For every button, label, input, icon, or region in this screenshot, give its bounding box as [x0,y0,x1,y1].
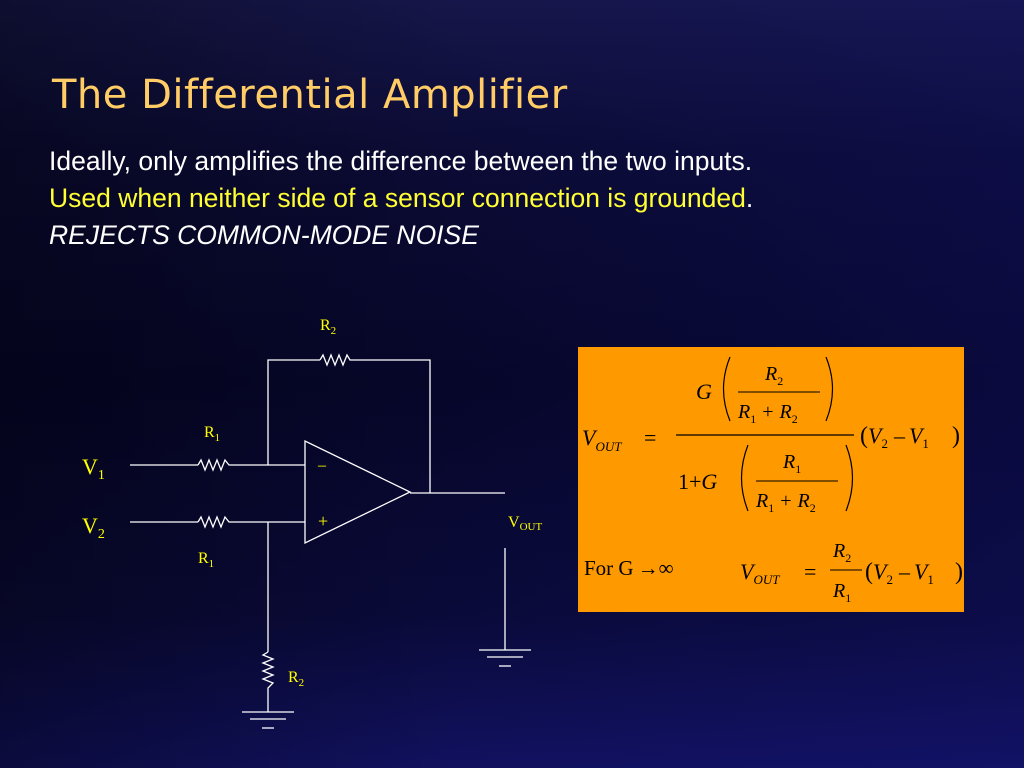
numerator-open-paren [722,356,731,422]
v1-label: V1 [82,454,105,483]
limit-vout: VOUT [740,559,780,587]
numerator-close-paren [825,356,834,422]
formula-svg: VOUT = G R2 R1+R2 1+G R1 R1+R2 ( V2–V1 )… [582,356,963,605]
r1-top-resistor [197,458,232,472]
r1-top-label: R1 [204,424,220,444]
r2-feedback-resistor [319,353,352,367]
formula-vout: VOUT [582,425,622,454]
limit-diff-open-paren: ( [865,559,873,585]
numerator-g: G [696,379,712,404]
numerator-r2: R2 [764,363,783,388]
denominator-r1-plus-r2: R1+R2 [755,490,816,515]
formula-equals: = [644,425,656,450]
op-amp-triangle [304,439,412,545]
r1-bottom-resistor [197,515,232,529]
v2-label: V2 [82,513,105,542]
diff-v2-minus-v1: V2–V1 [868,423,929,451]
bullet-line-2-text: Used when neither side of a sensor conne… [49,183,746,213]
bullet-line-1: Ideally, only amplifies the difference b… [49,146,753,176]
limit-equals: = [804,559,816,584]
denominator-r1: R1 [782,451,801,476]
bullet-line-3: REJECTS COMMON-MODE NOISE [49,220,479,250]
diff-open-paren: ( [860,423,868,449]
ground-symbol-left [242,711,294,729]
inverting-input-sign: – [317,457,327,474]
for-g-limit: For G→∞ [584,556,674,580]
numerator-r1-plus-r2: R1+R2 [737,401,798,426]
feedback-wire [267,359,431,493]
denominator-close-paren [845,444,854,512]
slide-title: The Differential Amplifier [52,72,568,118]
r1-bottom-label: R1 [198,550,214,570]
formula-box: VOUT = G R2 R1+R2 1+G R1 R1+R2 ( V2–V1 )… [578,347,964,612]
denominator-open-paren [740,444,749,512]
limit-r2: R2 [832,540,851,565]
r2-ground-resistor [261,651,275,692]
diff-close-paren: ) [952,423,960,449]
bullet-line-2-period: . [745,183,754,213]
limit-v2-minus-v1: V2–V1 [873,559,934,587]
bullet-line-2: Used when neither side of a sensor conne… [49,183,753,214]
vout-label: VOUT [508,514,542,533]
limit-r1: R1 [832,580,851,605]
denominator-one-plus-g: 1+G [678,469,717,494]
r2-bottom-label: R2 [288,669,304,689]
r2-top-label: R2 [320,317,336,337]
noninverting-input-sign: + [318,511,328,531]
limit-diff-close-paren: ) [955,559,963,585]
ground-symbol-right [479,649,531,667]
